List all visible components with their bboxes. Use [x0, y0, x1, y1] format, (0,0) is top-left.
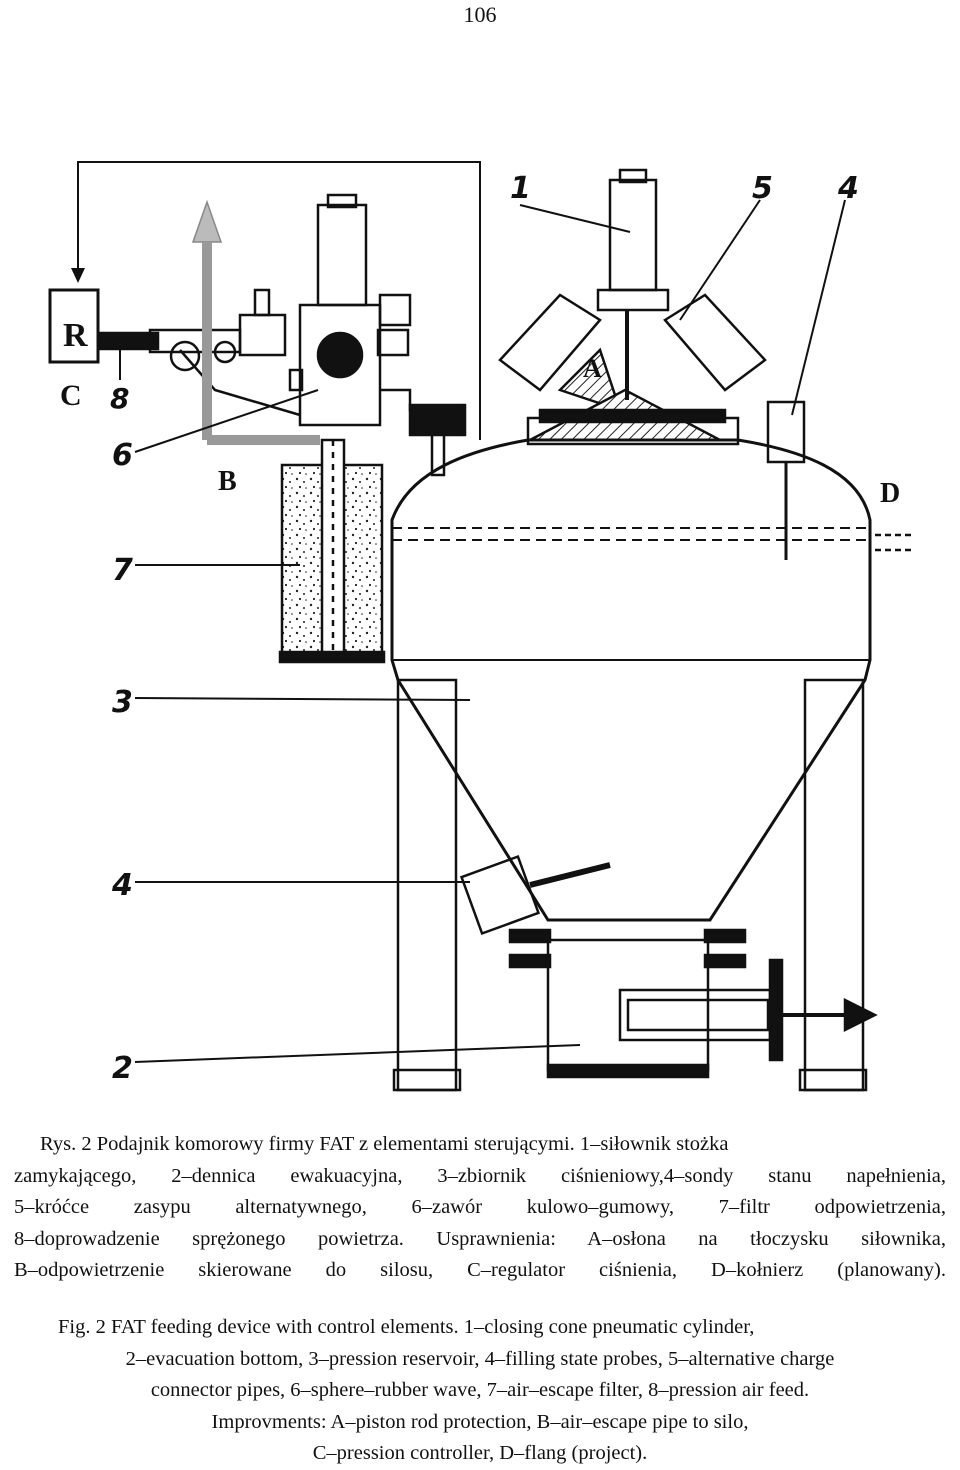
label-5: 5 [752, 171, 773, 206]
caption-en-line-1: Fig. 2 FAT feeding device with control e… [58, 1316, 755, 1338]
filling-probe-bottom [459, 854, 541, 936]
support-leg-right [803, 678, 865, 1092]
chamber-feeder-drawing: R C B A D 1 5 4 8 6 7 3 4 2 [48, 161, 915, 1092]
label-1: 1 [510, 171, 531, 206]
support-leg-left [396, 678, 458, 1092]
rubber-valve-cylinder [316, 203, 368, 307]
caption-pl-line-5: B–odpowietrzenie skierowane do silosu, C… [14, 1259, 946, 1281]
label-B: B [218, 466, 237, 497]
label-2: 2 [112, 1051, 133, 1086]
caption-en-line-4: Improvments: A–piston rod protection, B–… [211, 1410, 749, 1433]
label-4-bottom: 4 [111, 868, 133, 903]
label-3: 3 [112, 685, 133, 720]
label-D: D [880, 478, 900, 509]
caption-pl-line-3: 5–króćce zasypu alternatywnego, 6–zawór … [14, 1196, 946, 1218]
pressure-regulator-box [48, 288, 100, 364]
label-C: C [60, 379, 82, 412]
label-6: 6 [112, 438, 133, 473]
label-7: 7 [112, 553, 133, 588]
label-regulator-R: R [63, 317, 88, 354]
page-number: 106 [463, 2, 497, 27]
closing-cone-cylinder [608, 178, 658, 292]
caption-en-line-2: 2–evacuation bottom, 3–pression reservoi… [125, 1347, 835, 1370]
label-4-top: 4 [837, 171, 859, 206]
caption-polish: Rys. 2 Podajnik komorowy firmy FAT z ele… [0, 1129, 960, 1287]
caption-english: Fig. 2 FAT feeding device with control e… [0, 1312, 960, 1470]
control-line [77, 161, 481, 440]
pressure-reservoir [390, 438, 872, 922]
label-A: A [583, 354, 602, 383]
caption-pl-line-2: zamykającego, 2–dennica ewakuacyjna, 3–z… [14, 1164, 946, 1187]
technical-figure: R C B A D 1 5 4 8 6 7 3 4 2 [0, 140, 960, 1120]
label-8: 8 [110, 382, 129, 415]
caption-en-line-3: connector pipes, 6–sphere–rubber wave, 7… [150, 1379, 810, 1401]
caption-en-line-5: C–pression controller, D–flang (project)… [312, 1442, 648, 1464]
caption-pl-line-4: 8–doprowadzenie sprężonego powietrza. Us… [14, 1227, 946, 1250]
caption-pl-line-1: Rys. 2 Podajnik komorowy firmy FAT z ele… [40, 1133, 729, 1155]
vent-arrow-B [191, 199, 223, 243]
